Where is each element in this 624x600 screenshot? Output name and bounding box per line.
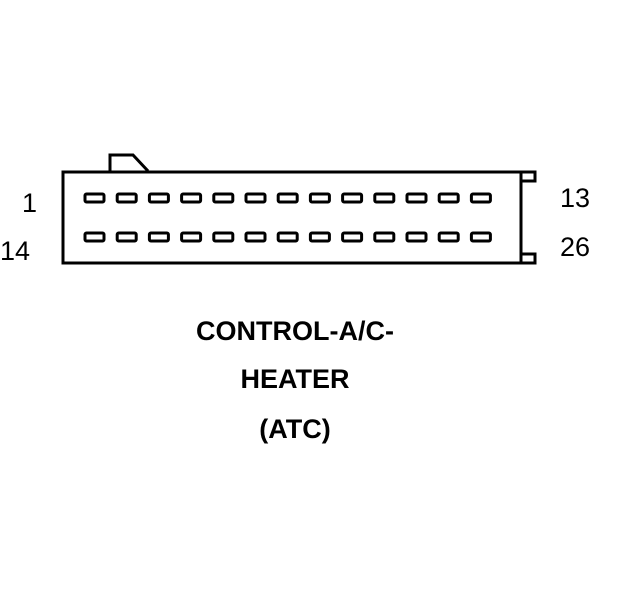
connector-side-tab-bottom <box>519 252 537 265</box>
pin-cavity-6 <box>244 192 267 204</box>
pin-cavity-25 <box>437 231 460 243</box>
pin-cavity-9 <box>341 192 364 204</box>
connector-pins <box>83 192 492 243</box>
pin-label-first-bottom: 14 <box>0 236 31 266</box>
pin-cavity-10 <box>373 192 396 204</box>
pin-label-last-top: 13 <box>560 183 591 213</box>
pin-cavity-4 <box>180 192 203 204</box>
pin-label-first-top: 1 <box>22 188 38 218</box>
pin-cavity-3 <box>147 192 170 204</box>
pin-cavity-22 <box>341 231 364 243</box>
pin-cavity-7 <box>276 192 299 204</box>
pin-cavity-5 <box>212 192 235 204</box>
connector-title-line-3: (ATC) <box>259 414 331 444</box>
pin-cavity-21 <box>308 231 331 243</box>
connector-title-line-1: CONTROL-A/C- <box>196 316 394 346</box>
pin-cavity-14 <box>83 231 106 243</box>
pin-cavity-18 <box>212 231 235 243</box>
pin-cavity-17 <box>180 231 203 243</box>
pin-cavity-8 <box>308 192 331 204</box>
pin-cavity-11 <box>405 192 428 204</box>
pin-cavity-20 <box>276 231 299 243</box>
pin-cavity-15 <box>115 231 138 243</box>
pin-cavity-1 <box>83 192 106 204</box>
connector-title-line-2: HEATER <box>240 364 350 394</box>
pin-cavity-2 <box>115 192 138 204</box>
pin-cavity-16 <box>147 231 170 243</box>
pin-cavity-12 <box>437 192 460 204</box>
pin-label-last-bottom: 26 <box>560 232 591 262</box>
pin-cavity-13 <box>469 192 492 204</box>
connector-body <box>61 170 523 265</box>
pin-cavity-19 <box>244 231 267 243</box>
pin-cavity-23 <box>373 231 396 243</box>
pin-cavity-24 <box>405 231 428 243</box>
connector-latch-tab <box>108 153 150 173</box>
connector-side-tab-top <box>519 170 537 183</box>
pin-cavity-26 <box>469 231 492 243</box>
